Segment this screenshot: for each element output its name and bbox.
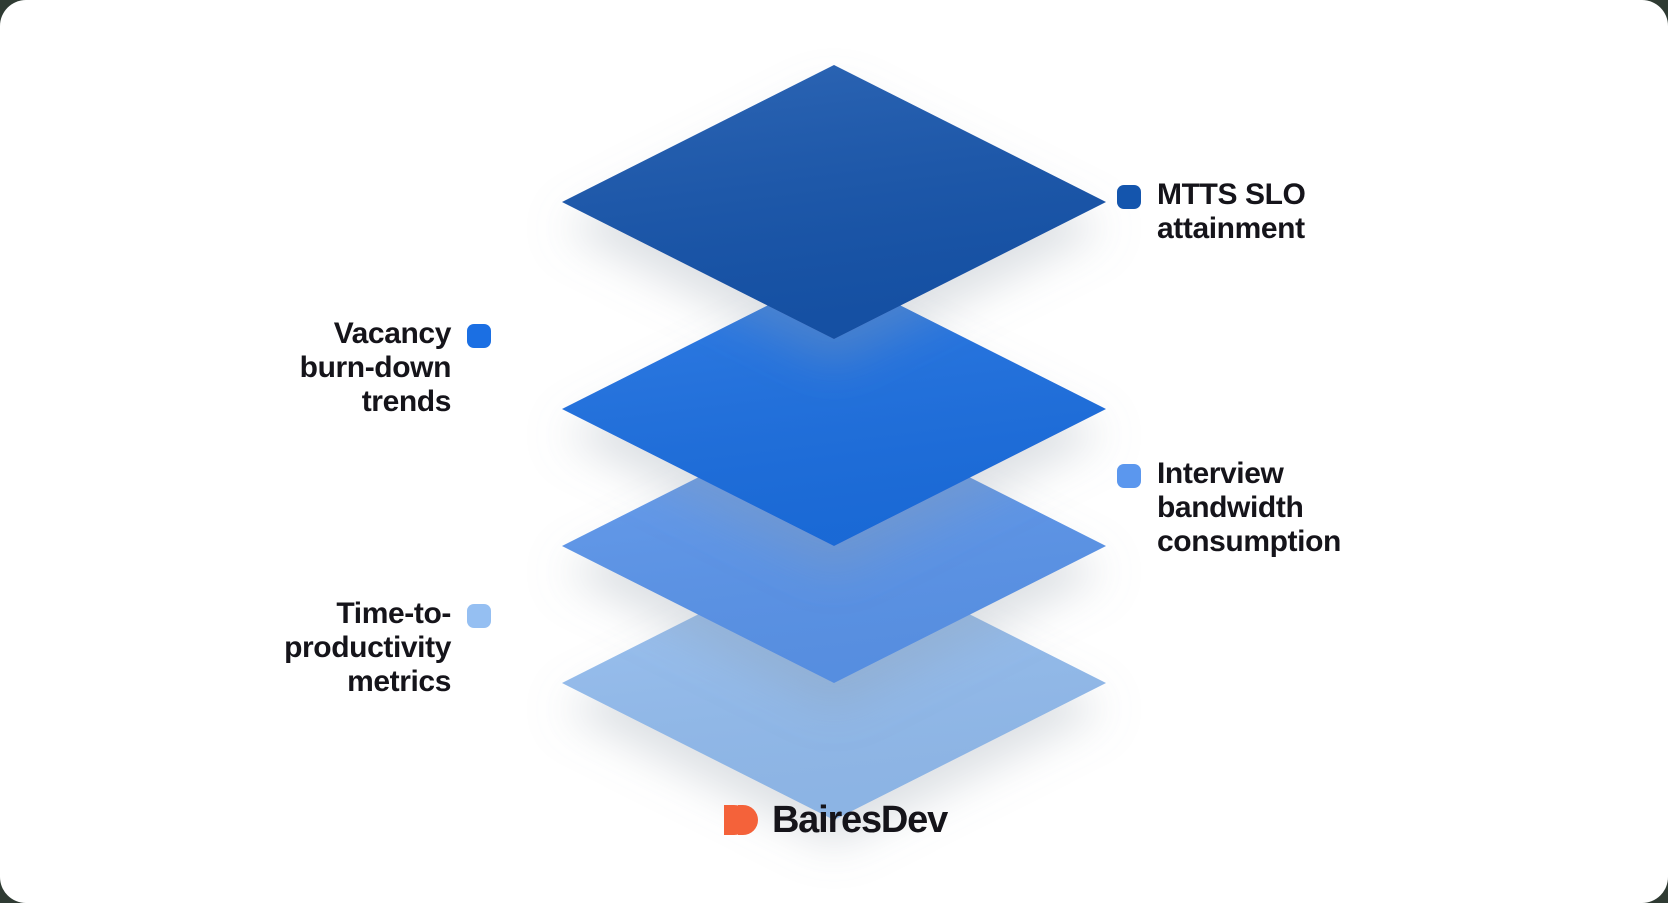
legend-label-1: MTTS SLO attainment	[1157, 178, 1306, 246]
legend-item-time-to-productivity-metrics[interactable]: Time-to- productivity metrics	[284, 597, 491, 700]
legend-swatch-icon-4	[467, 604, 491, 628]
legend-swatch-icon-2	[467, 324, 491, 348]
brand-logo: BairesDev	[0, 800, 1668, 840]
legend-label-2: Vacancy burn-down trends	[299, 317, 452, 419]
layer-shape-1	[562, 65, 1106, 339]
legend-swatch-icon-1	[1117, 185, 1141, 209]
legend-item-interview-bandwidth-consumption[interactable]: Interview bandwidth consumption	[1117, 457, 1341, 560]
bairesdev-logo-icon	[721, 800, 761, 840]
legend-swatch-icon-3	[1117, 464, 1141, 488]
legend-label-4: Time-to- productivity metrics	[284, 597, 451, 699]
legend-item-mtts-slo-attainment[interactable]: MTTS SLO attainment	[1117, 178, 1306, 246]
brand-name-text: BairesDev	[771, 799, 948, 841]
legend-label-3: Interview bandwidth consumption	[1157, 457, 1341, 559]
legend-item-vacancy-burn-down-trends[interactable]: Vacancy burn-down trends	[300, 317, 491, 420]
layer-shape-2	[562, 272, 1106, 546]
